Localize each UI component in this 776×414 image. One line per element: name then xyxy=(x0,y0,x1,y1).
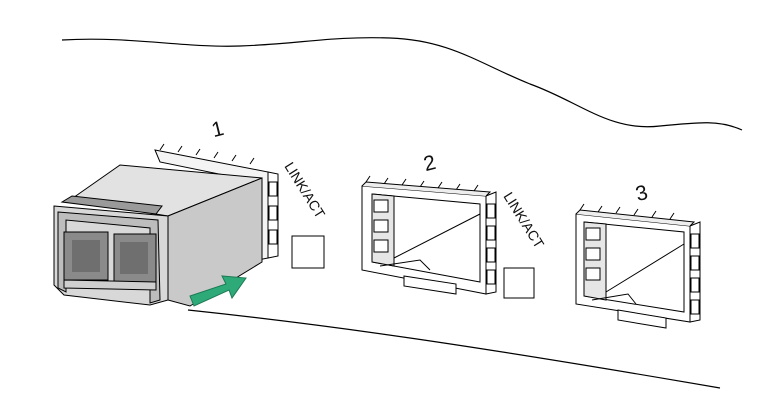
arrow-right-up-icon xyxy=(189,275,247,307)
port-3-cage xyxy=(575,203,701,329)
sfp-bail xyxy=(57,211,161,304)
port-2-cage xyxy=(361,175,497,295)
port-1: 1 xyxy=(53,117,279,307)
led-2-indicator xyxy=(503,267,535,299)
port-1-number: 1 xyxy=(209,117,226,142)
chassis-bottom-edge xyxy=(187,309,721,389)
chassis-outline xyxy=(61,37,743,389)
led-2: LINK/ACT xyxy=(500,189,548,299)
led-1-indicator xyxy=(291,235,325,269)
port-3-number: 3 xyxy=(633,181,650,206)
port-2: 2 xyxy=(361,151,497,295)
led-1: LINK/ACT xyxy=(281,159,329,269)
chassis-top-edge xyxy=(61,37,743,131)
sfp-latch xyxy=(60,195,163,215)
led-1-label: LINK/ACT xyxy=(281,159,328,221)
port-3: 3 xyxy=(575,181,701,329)
port-2-number: 2 xyxy=(421,151,438,176)
led-2-label: LINK/ACT xyxy=(500,189,547,251)
sfp-module xyxy=(53,164,263,307)
